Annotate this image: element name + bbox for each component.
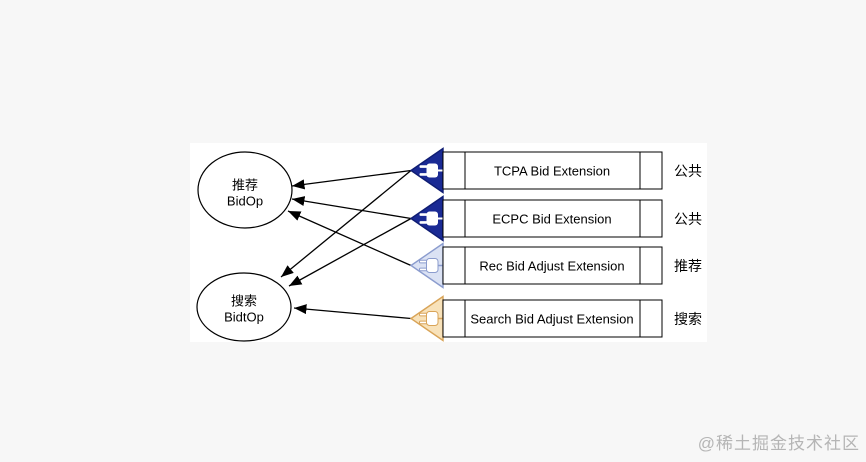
edge-tcpa-to-search	[280, 169, 412, 278]
extension-box	[442, 299, 663, 338]
plug-prong	[419, 213, 428, 216]
extension-box	[442, 199, 663, 238]
edge-searchext-to-search	[293, 304, 412, 320]
extension-scope-label: 搜索	[674, 311, 702, 327]
extension-scope-label: 公共	[674, 163, 702, 179]
edge-rec-to-recommend	[287, 210, 412, 267]
extension-row-search: Search Bid Adjust Extension 搜索	[409, 295, 702, 342]
node-ellipse	[196, 272, 292, 342]
extension-scope-label: 推荐	[674, 258, 702, 274]
extension-row-rec: Rec Bid Adjust Extension 推荐	[409, 242, 702, 289]
watermark: @稀土掘金技术社区	[697, 434, 860, 453]
extension-title: Rec Bid Adjust Extension	[479, 259, 624, 274]
extension-title: ECPC Bid Extension	[492, 212, 611, 227]
edge-ecpc-to-search	[288, 217, 412, 287]
node-recommend-bidop: 推荐 BidOp	[197, 151, 293, 229]
plug-body	[426, 211, 438, 226]
edge-tcpa-to-recommend	[291, 169, 412, 190]
node-search-bidtop: 搜索 BidtOp	[196, 272, 292, 342]
node-ellipse	[197, 151, 293, 229]
extension-box	[442, 151, 663, 190]
node-label-en: BidOp	[227, 194, 263, 209]
node-label-en: BidtOp	[224, 310, 264, 325]
node-label-zh: 搜索	[231, 294, 257, 309]
plug-body	[426, 163, 438, 178]
plug-icon	[419, 258, 445, 273]
edges	[280, 169, 412, 320]
extension-box	[442, 246, 663, 285]
extension-row-tcpa: TCPA Bid Extension 公共	[409, 147, 702, 194]
plug-prong	[419, 173, 428, 176]
plug-icon	[419, 311, 445, 326]
extension-row-ecpc: ECPC Bid Extension 公共	[409, 195, 702, 242]
plug-body	[426, 311, 439, 326]
edge-ecpc-to-recommend	[291, 196, 412, 220]
plug-prong	[419, 221, 428, 224]
plug-body	[426, 258, 439, 273]
plug-prong	[419, 165, 428, 168]
extension-title: TCPA Bid Extension	[494, 164, 610, 179]
extension-title: Search Bid Adjust Extension	[470, 312, 633, 327]
extension-scope-label: 公共	[674, 211, 702, 227]
node-label-zh: 推荐	[232, 178, 258, 193]
